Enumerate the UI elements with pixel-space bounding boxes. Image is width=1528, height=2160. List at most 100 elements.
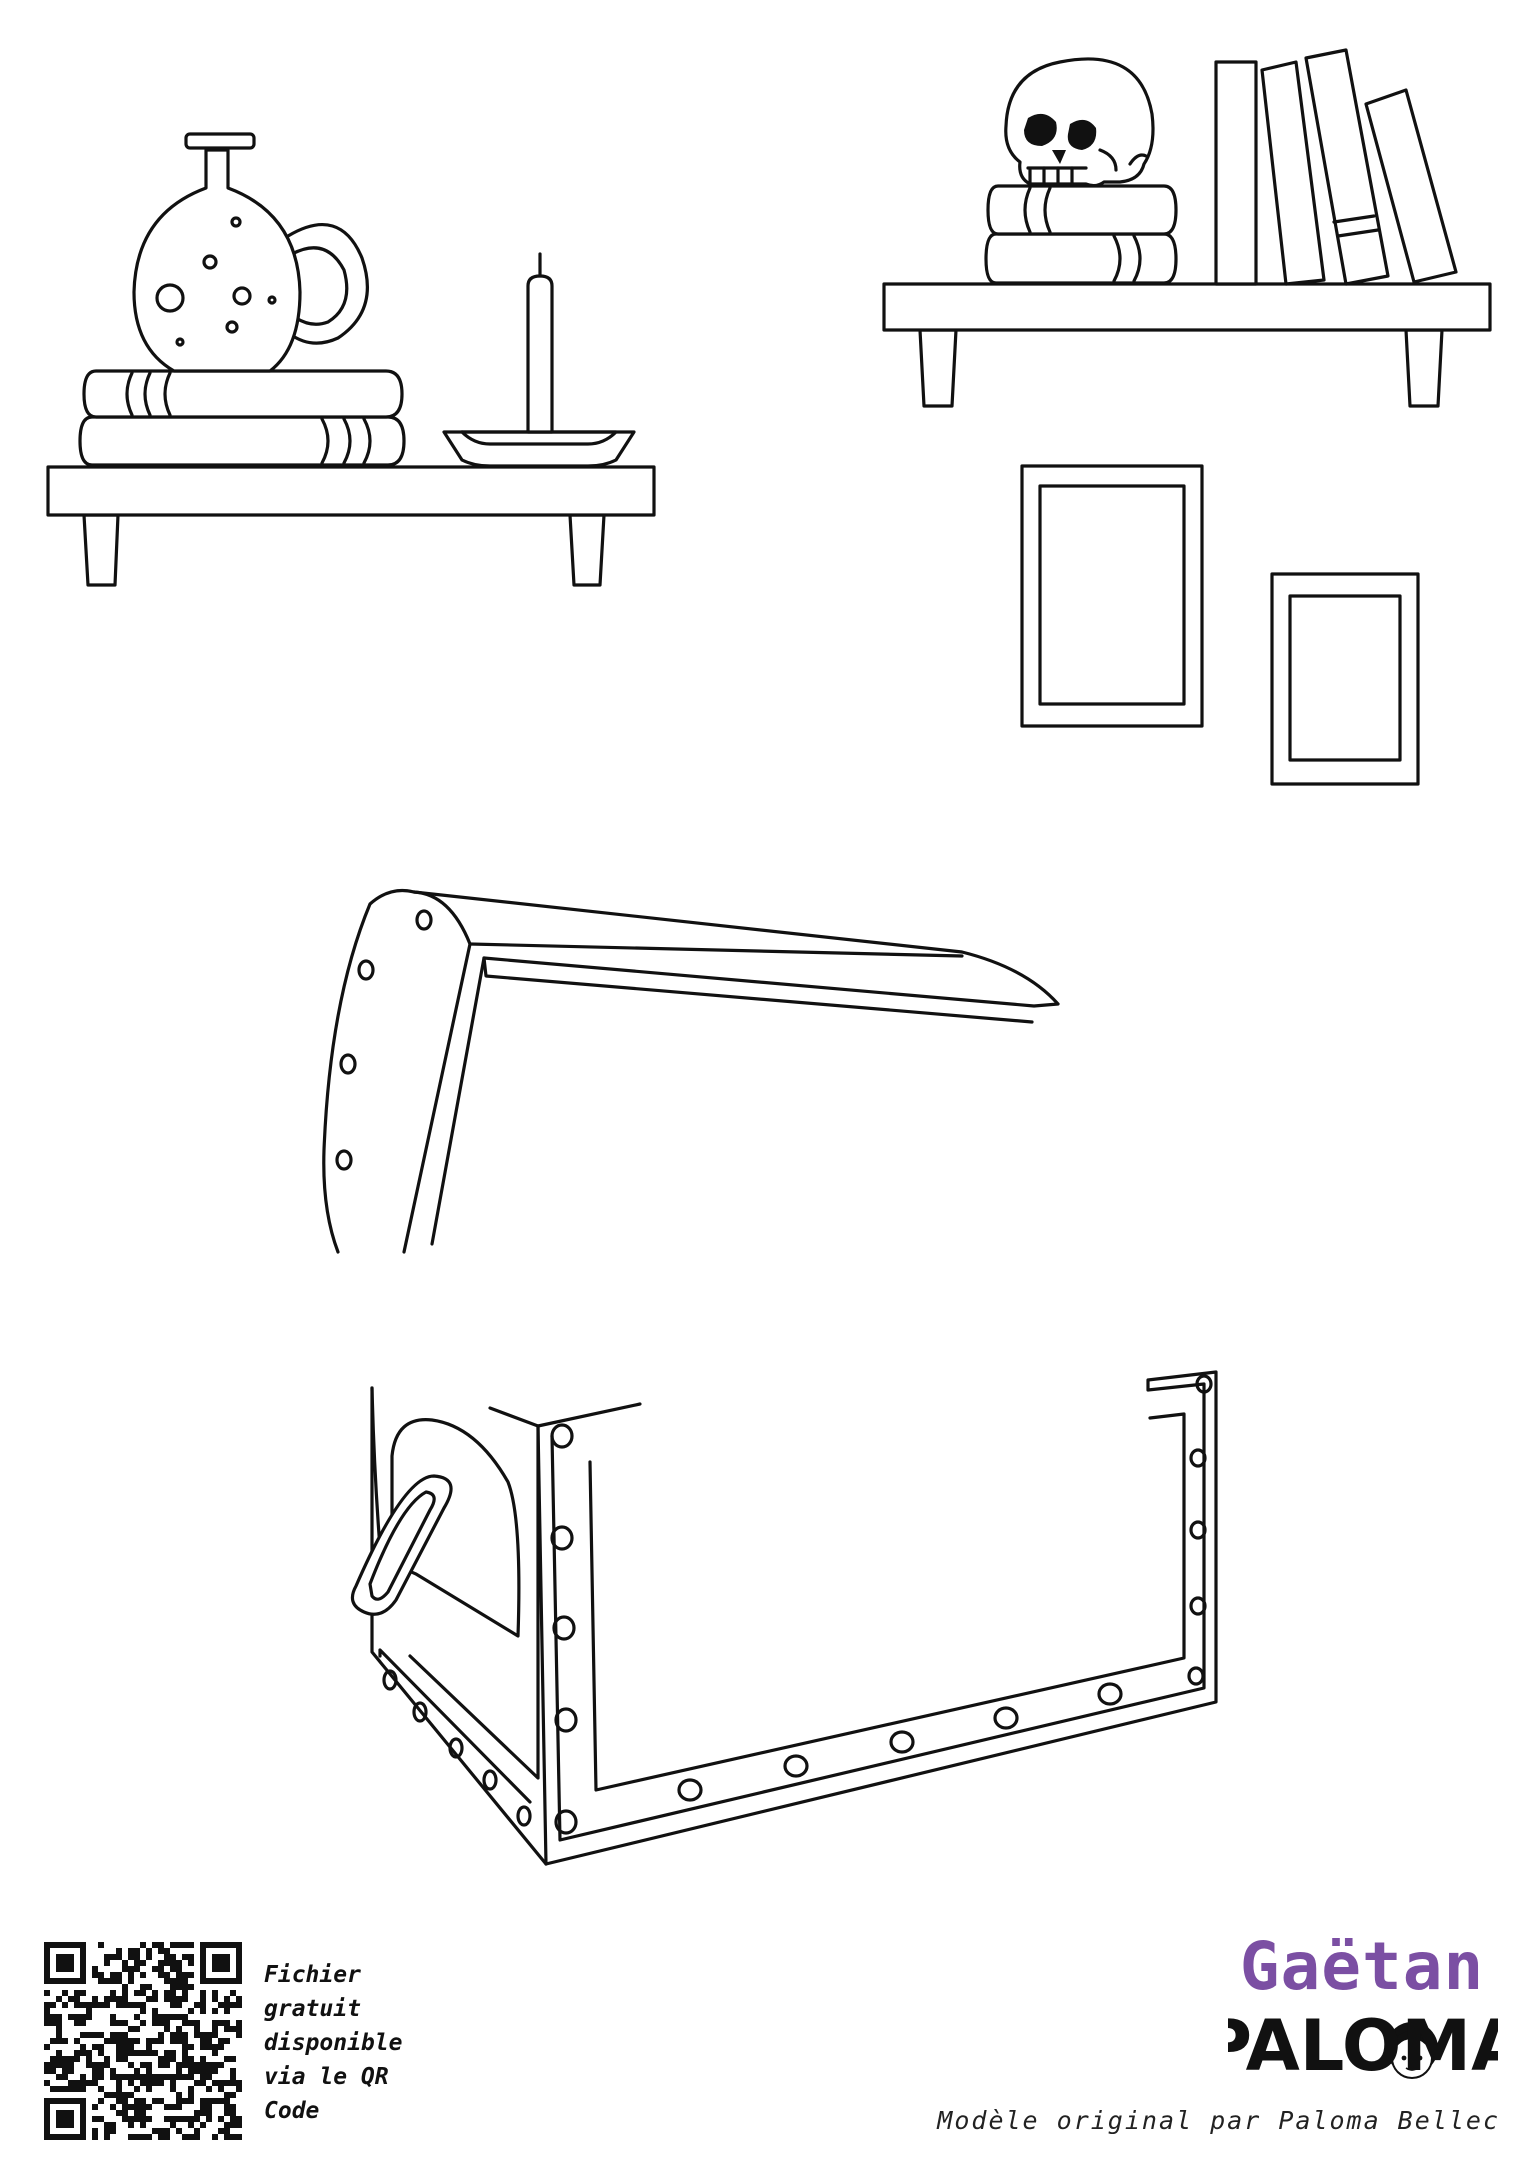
qr-module: [116, 1948, 122, 1954]
qr-module: [194, 2062, 200, 2068]
qr-module: [194, 2068, 200, 2074]
qr-module: [80, 2086, 86, 2092]
qr-module: [140, 2134, 146, 2140]
qr-module: [170, 1966, 176, 1972]
qr-module: [62, 1990, 68, 1996]
qr-module: [236, 1996, 242, 2002]
qr-module: [212, 1990, 218, 1996]
qr-module: [230, 2080, 236, 2086]
qr-module: [152, 2020, 158, 2026]
qr-module: [134, 2110, 140, 2116]
qr-module: [188, 1984, 194, 1990]
qr-module: [182, 2056, 188, 2062]
qr-module: [116, 2086, 122, 2092]
qr-module: [146, 1984, 152, 1990]
qr-module: [134, 1966, 140, 1972]
qr-module: [92, 1996, 98, 2002]
qr-module: [62, 2068, 68, 2074]
qr-module: [110, 2122, 116, 2128]
qr-module: [122, 2044, 128, 2050]
qr-module: [128, 1954, 134, 1960]
qr-module: [200, 2068, 206, 2074]
qr-module: [134, 2068, 140, 2074]
qr-module: [56, 2026, 62, 2032]
qr-module: [62, 2038, 68, 2044]
qr-module: [146, 1948, 152, 1954]
qr-module: [140, 2098, 146, 2104]
qr-module: [200, 2080, 206, 2086]
qr-module: [206, 2038, 212, 2044]
qr-module: [224, 2092, 230, 2098]
qr-module: [158, 2014, 164, 2020]
qr-module: [170, 2104, 176, 2110]
qr-module: [194, 2080, 200, 2086]
qr-module: [188, 2092, 194, 2098]
qr-module: [104, 2128, 110, 2134]
qr-module: [98, 2068, 104, 2074]
qr-module: [116, 2110, 122, 2116]
qr-module: [152, 2008, 158, 2014]
qr-module: [146, 2104, 152, 2110]
qr-module: [128, 2104, 134, 2110]
qr-module: [122, 2074, 128, 2080]
qr-module: [212, 2026, 218, 2032]
qr-module: [44, 2044, 50, 2050]
qr-module: [170, 1960, 176, 1966]
qr-module: [56, 2038, 62, 2044]
qr-module: [188, 2068, 194, 2074]
brand-logo-gaetan: Gaëtan: [1239, 1928, 1485, 2005]
qr-module: [56, 2074, 62, 2080]
qr-module: [176, 1966, 182, 1972]
qr-module: [134, 2038, 140, 2044]
qr-module: [134, 2086, 140, 2092]
qr-module: [110, 1978, 116, 1984]
qr-module: [182, 2020, 188, 2026]
qr-module: [86, 2056, 92, 2062]
qr-module: [230, 2110, 236, 2116]
qr-module: [128, 1948, 134, 1954]
qr-module: [176, 2062, 182, 2068]
qr-module: [86, 2032, 92, 2038]
qr-module: [194, 2110, 200, 2116]
qr-module: [122, 2050, 128, 2056]
qr-module: [80, 2032, 86, 2038]
qr-module: [116, 2002, 122, 2008]
qr-module: [134, 1990, 140, 1996]
qr-module: [158, 2056, 164, 2062]
qr-module: [200, 2122, 206, 2128]
qr-module: [212, 2080, 218, 2086]
qr-module: [188, 2062, 194, 2068]
wall-shelf-right: [882, 282, 1492, 408]
qr-module: [212, 2044, 218, 2050]
qr-module: [200, 2032, 206, 2038]
candle-icon: [442, 252, 636, 468]
qr-module: [140, 1960, 146, 1966]
qr-module: [86, 2008, 92, 2014]
qr-module: [206, 2074, 212, 2080]
qr-module: [182, 2038, 188, 2044]
qr-module: [164, 2026, 170, 2032]
qr-code-icon: [44, 1942, 242, 2140]
qr-module: [188, 1954, 194, 1960]
qr-module: [116, 2080, 122, 2086]
qr-module: [182, 1942, 188, 1948]
qr-module: [224, 2080, 230, 2086]
qr-module: [134, 2050, 140, 2056]
qr-module: [176, 2002, 182, 2008]
qr-module: [128, 2002, 134, 2008]
qr-module: [158, 2128, 164, 2134]
qr-module: [230, 2074, 236, 2080]
qr-module: [152, 1996, 158, 2002]
qr-module: [134, 2002, 140, 2008]
qr-module: [50, 2020, 56, 2026]
qr-module: [182, 1996, 188, 2002]
qr-module: [122, 2110, 128, 2116]
qr-module: [74, 2020, 80, 2026]
qr-module: [50, 2086, 56, 2092]
qr-module: [182, 2134, 188, 2140]
qr-module: [206, 2104, 212, 2110]
qr-module: [110, 2104, 116, 2110]
qr-module: [206, 2032, 212, 2038]
qr-module: [44, 2020, 50, 2026]
qr-module: [74, 1996, 80, 2002]
